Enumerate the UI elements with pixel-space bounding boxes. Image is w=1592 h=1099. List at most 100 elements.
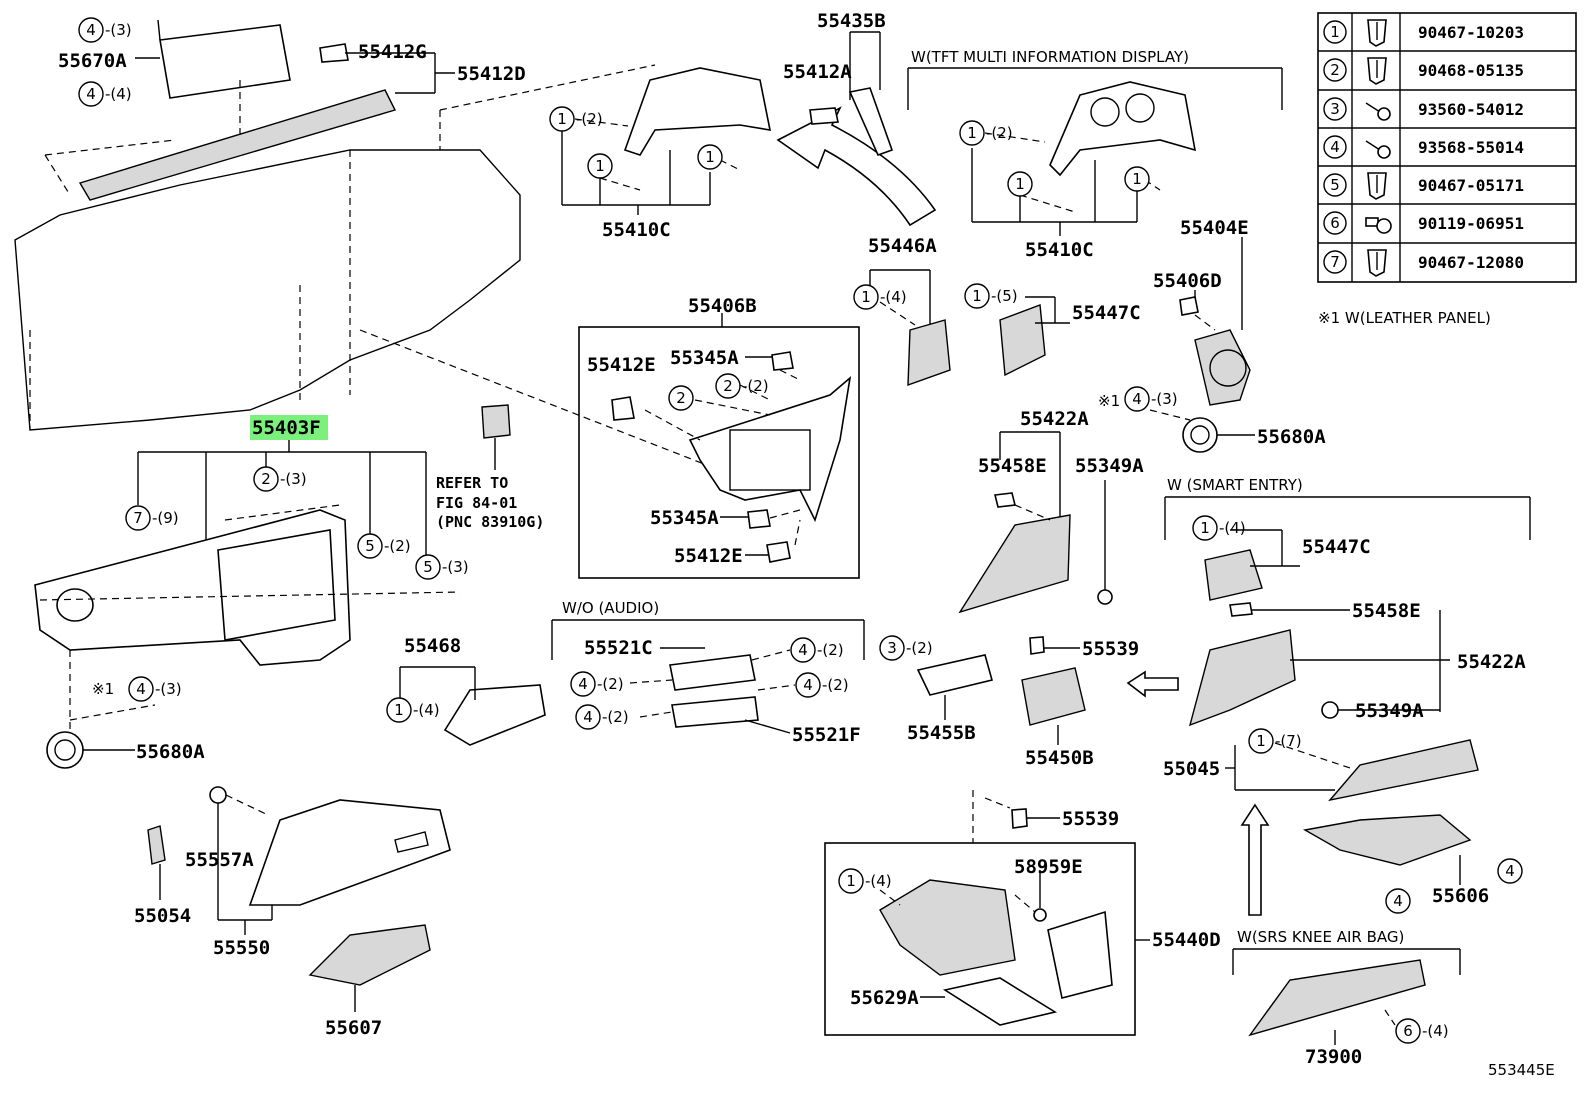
- clip-part-412e-top: [611, 396, 635, 421]
- row-part-number: 93560-54012: [1418, 100, 1524, 119]
- callout-circle: [253, 466, 279, 492]
- callout-c-4-606b: 4: [1385, 888, 1411, 914]
- callout-quantity: -(2): [817, 641, 844, 659]
- label-55406d: 55406D: [1153, 270, 1222, 292]
- label-55404e: 55404E: [1180, 217, 1249, 239]
- cluster-hood-left-group: [561, 67, 772, 215]
- row-part-number: 90467-05171: [1418, 176, 1524, 195]
- callout-c-5-2: 5-(2): [357, 533, 411, 559]
- star-mark-left: ※1: [92, 680, 114, 698]
- label-55045: 55045: [1163, 758, 1220, 780]
- callout-c-1-r-a: 1: [1007, 171, 1033, 197]
- callout-quantity: -(4): [1219, 519, 1246, 537]
- pocket-part-450b: [1021, 667, 1086, 726]
- callout-quantity: -(4): [413, 701, 440, 719]
- label-55447c-right: 55447C: [1302, 536, 1371, 558]
- callout-number: 2: [676, 389, 686, 407]
- glove-door-part-607: [308, 924, 431, 986]
- cover-part-455b: [916, 654, 993, 696]
- clip-part-412g: [319, 43, 349, 63]
- callout-c-4-3-top: 4-(3): [78, 17, 132, 43]
- clip-part-345a-bottom: [747, 509, 771, 529]
- callout-c-1-l-b: 1: [697, 144, 723, 170]
- callout-circle: [125, 505, 151, 531]
- callout-c-3-2: 3-(2): [879, 635, 933, 661]
- label-55521c: 55521C: [584, 637, 653, 659]
- callout-circle: [549, 106, 575, 132]
- callout-number: 4: [803, 676, 813, 694]
- refer-line-1: REFER TO: [436, 474, 508, 492]
- callout-c-1-7: 1-(7): [1248, 728, 1302, 754]
- row-part-number: 90468-05135: [1418, 61, 1524, 80]
- callout-c-4-3-left: 4-(3): [128, 676, 182, 702]
- label-55607: 55607: [325, 1017, 382, 1039]
- label-55349a-top: 55349A: [1075, 455, 1144, 477]
- callout-circle: [587, 153, 613, 179]
- callout-number: 1: [1200, 519, 1210, 537]
- row-number-circle: [1323, 135, 1347, 159]
- callout-c-2-3-403: 2-(3): [253, 466, 307, 492]
- clip-part-539-mid: [1029, 636, 1045, 655]
- callout-c-4-2-c: 4-(2): [795, 672, 849, 698]
- row-part-number: 93568-55014: [1418, 138, 1524, 157]
- clip-part-406d: [1179, 296, 1199, 316]
- callout-circle: [1395, 1018, 1421, 1044]
- callout-c-4-2-d: 4-(2): [575, 704, 629, 730]
- callout-circle: [715, 373, 741, 399]
- callout-quantity: -(4): [880, 288, 907, 306]
- callout-c-4-4-top: 4-(4): [78, 81, 132, 107]
- label-55446a: 55446A: [868, 235, 937, 257]
- callout-number: 1: [972, 287, 982, 305]
- callout-c-1-4-440: 1-(4): [838, 868, 892, 894]
- callout-circle: [1124, 386, 1150, 412]
- condition-srs: W(SRS KNEE AIR BAG): [1237, 928, 1404, 946]
- callout-quantity: -(9): [152, 509, 179, 527]
- callout-number: 1: [967, 124, 977, 142]
- label-55406b: 55406B: [688, 295, 757, 317]
- screw-icon: [1365, 140, 1391, 159]
- row-part-number: 90467-12080: [1418, 253, 1524, 272]
- callout-circle: [838, 868, 864, 894]
- callout-number: 1: [1256, 732, 1266, 750]
- label-55403f: 55403F: [252, 417, 321, 439]
- row-number: 4: [1330, 138, 1340, 156]
- bezel-part-468: [443, 684, 546, 746]
- clip-icon: [1367, 249, 1387, 277]
- box-440d-group: [824, 790, 1150, 1036]
- label-55468: 55468: [404, 635, 461, 657]
- callout-number: 2: [723, 377, 733, 395]
- highlight-55403f: [250, 415, 328, 440]
- row-number: 6: [1330, 214, 1340, 232]
- label-55557a: 55557A: [185, 849, 254, 871]
- callout-circle: [668, 385, 694, 411]
- condition-audio: W/O (AUDIO): [562, 599, 659, 617]
- callout-quantity: -(4): [1422, 1022, 1449, 1040]
- row-number: 3: [1330, 100, 1340, 118]
- condition-leather: ※1 W(LEATHER PANEL): [1318, 309, 1491, 327]
- callout-circle: [879, 635, 905, 661]
- label-55412g: 55412G: [358, 41, 427, 63]
- refer-line-2: FIG 84-01: [436, 494, 517, 512]
- callout-circle: [415, 554, 441, 580]
- callout-c-1-l-a: 1: [587, 153, 613, 179]
- label-55412e-bottom: 55412E: [674, 545, 743, 567]
- clip-part-345a-top: [771, 351, 794, 371]
- callout-circle: [959, 120, 985, 146]
- callout-circle: [78, 17, 104, 43]
- row-part-number: 90467-10203: [1418, 23, 1524, 42]
- label-55345a-bottom: 55345A: [650, 507, 719, 529]
- row-number-circle: [1323, 250, 1347, 274]
- callout-quantity: -(2): [602, 708, 629, 726]
- callout-circle: [386, 697, 412, 723]
- callout-c-4-3-680: 4-(3): [1124, 386, 1178, 412]
- label-55412a: 55412A: [783, 61, 852, 83]
- label-55521f: 55521F: [792, 724, 861, 746]
- callout-c-7-9: 7-(9): [125, 505, 179, 531]
- glove-box-group: [147, 786, 451, 1012]
- mid-right-parts-group: [869, 237, 1255, 453]
- label-55422a-right: 55422A: [1457, 651, 1526, 673]
- callout-circle: [1124, 166, 1150, 192]
- callout-number: 6: [1403, 1022, 1413, 1040]
